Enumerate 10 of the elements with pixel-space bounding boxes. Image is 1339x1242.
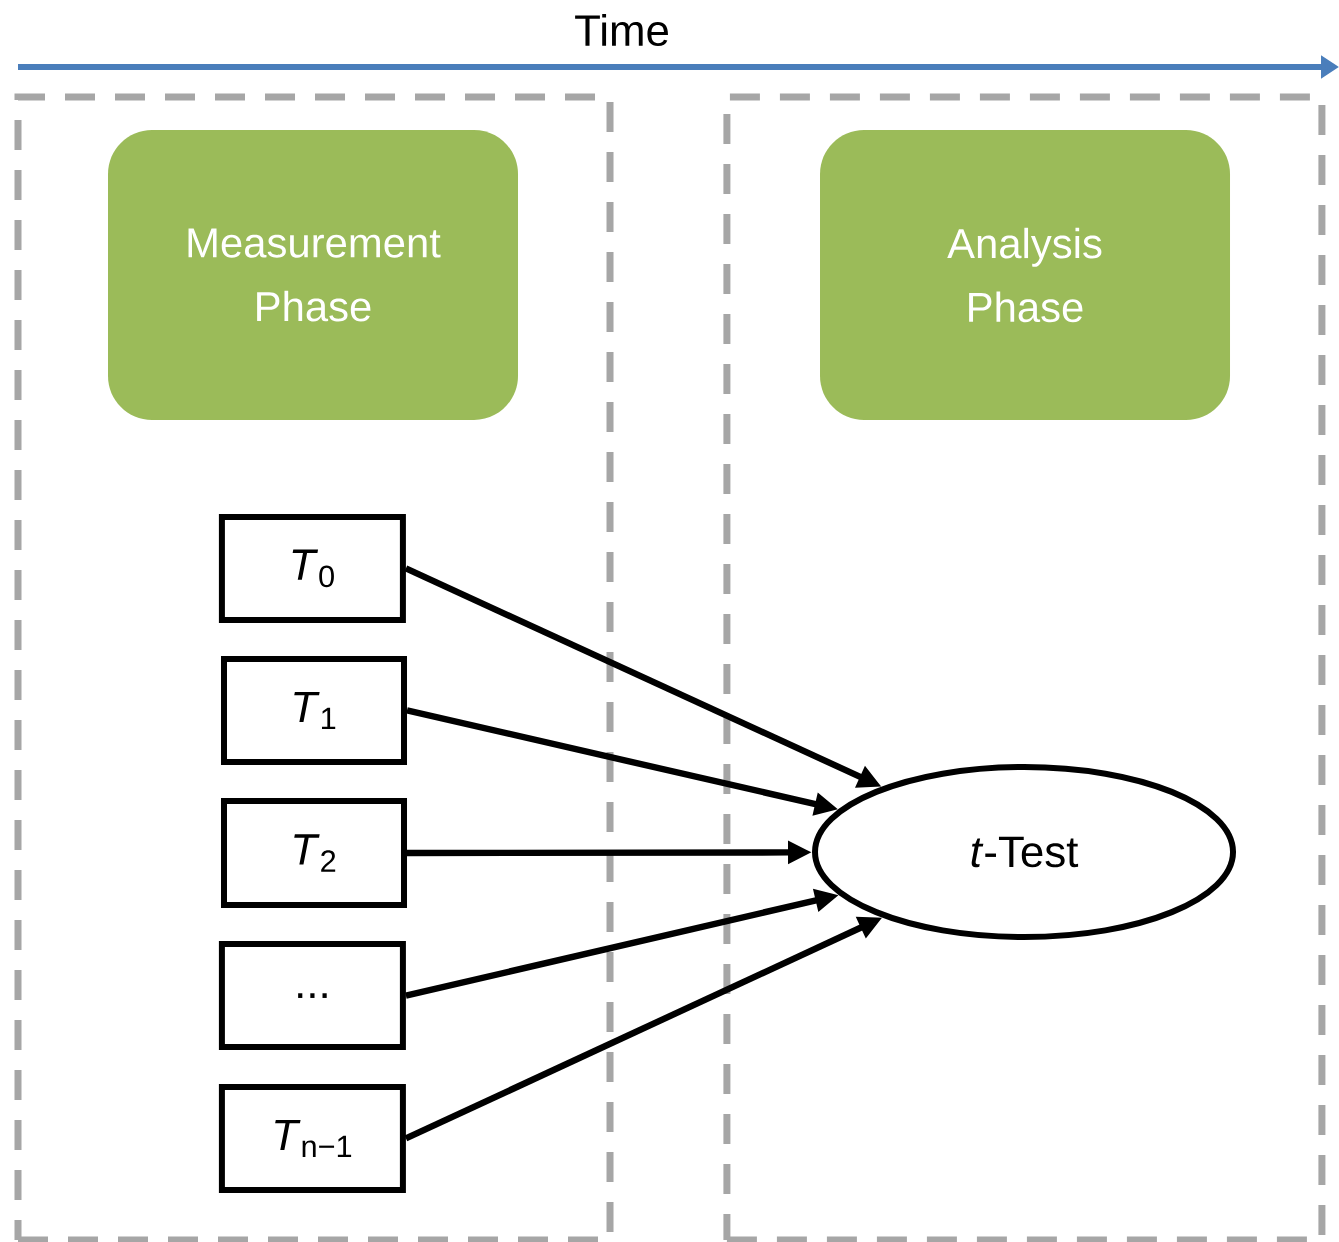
measurement-box: ... bbox=[218, 941, 406, 1051]
phase-frame bbox=[723, 93, 1326, 1242]
measurement-box: T$_{0}$ bbox=[218, 513, 406, 623]
phase-frame bbox=[14, 93, 614, 1242]
phase-box: Analysis Phase bbox=[820, 130, 1230, 420]
measurement-box: T$_{n−1}$ bbox=[218, 1083, 406, 1193]
measurement-box: T$_{2}$ bbox=[221, 798, 407, 908]
axis-label: Time bbox=[575, 13, 668, 47]
phase-box: Measurement Phase bbox=[108, 130, 518, 420]
measurement-box: T$_{1}$ bbox=[221, 655, 407, 765]
